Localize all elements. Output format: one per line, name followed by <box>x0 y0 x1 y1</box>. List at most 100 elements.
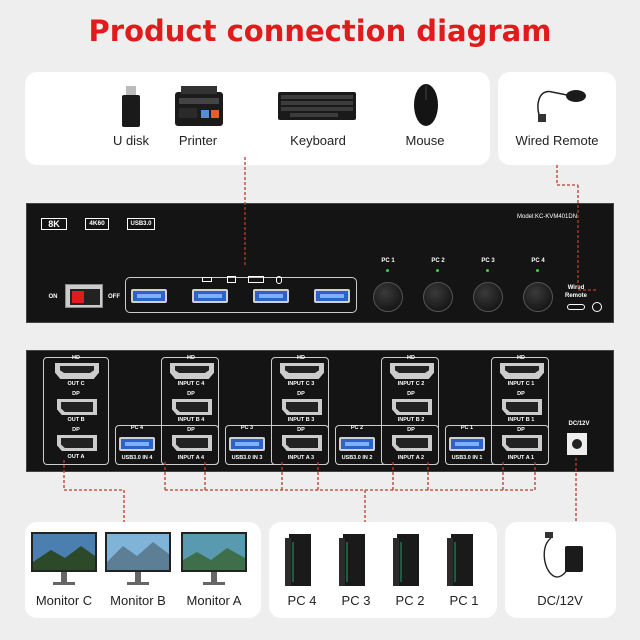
printer-label: Printer <box>178 133 218 148</box>
usb-in-4-port[interactable] <box>119 437 155 451</box>
out-c-port[interactable] <box>55 363 99 379</box>
printer-icon <box>175 86 223 126</box>
usb-in-4-label: USB3.0 IN 4 <box>121 455 153 461</box>
peripherals-card: U disk Printer Keyboard Mouse <box>25 72 490 165</box>
front-usb-port-4[interactable] <box>314 289 350 303</box>
pc-1-label: PC 1 <box>381 258 395 264</box>
input-c2-hd-label: HD <box>407 355 415 361</box>
usb-in-1-label: USB3.0 IN 1 <box>451 455 483 461</box>
input-a4-label: INPUT A 4 <box>177 455 205 461</box>
usb-in-1-port[interactable] <box>449 437 485 451</box>
badge-usb: USB3.0 <box>127 218 155 230</box>
badge-8k: 8K <box>41 218 67 230</box>
pc-3-label: PC 3 <box>481 258 495 264</box>
input-group-2-pc-label: PC 2 <box>350 425 364 431</box>
input-b4-dp-label: DP <box>187 391 195 397</box>
model-label: Model:KC-KVM401DN <box>517 214 578 220</box>
out-c-hd-label: HD <box>72 355 80 361</box>
front-usb-port-3[interactable] <box>253 289 289 303</box>
input-a1-port[interactable] <box>502 435 542 451</box>
input-group-3-pc-label: PC 3 <box>240 425 254 431</box>
remote-port-symbol <box>592 302 602 312</box>
input-c3-label: INPUT C 3 <box>287 381 315 387</box>
pc-2-label: PC 2 <box>395 593 425 608</box>
power-card: DC/12V <box>505 522 616 618</box>
pc-1-button[interactable] <box>373 282 403 312</box>
wired-remote-port-label: Wired Remote <box>564 285 587 299</box>
diagram-title: Product connection diagram <box>88 14 552 48</box>
input-b3-label: INPUT B 3 <box>287 417 315 423</box>
pc-4-tower-icon <box>285 534 311 586</box>
input-c1-hd-label: HD <box>517 355 525 361</box>
pc-1-tower-icon <box>447 534 473 586</box>
pc-3-label: PC 3 <box>341 593 371 608</box>
input-a4-port[interactable] <box>172 435 212 451</box>
kvm-back-panel: HD OUT C DP OUT B DP OUT A HD INPUT C 4 … <box>26 350 614 472</box>
input-group-1-pc-label: PC 1 <box>460 425 474 431</box>
input-b2-dp-label: DP <box>407 391 415 397</box>
switch-off-label: OFF <box>108 294 120 300</box>
input-c4-label: INPUT C 4 <box>177 381 205 387</box>
keyboard-label: Keyboard <box>290 133 346 148</box>
input-b4-port[interactable] <box>172 399 212 415</box>
input-b4-label: INPUT B 4 <box>177 417 205 423</box>
input-group-3-frame <box>225 357 329 465</box>
pc-2-button[interactable] <box>423 282 453 312</box>
pc-1-led <box>386 269 389 272</box>
usb-drive-icon <box>122 86 140 127</box>
input-c1-label: INPUT C 1 <box>507 381 535 387</box>
monitor-c-icon <box>31 532 97 585</box>
pc-3-tower-icon <box>339 534 365 586</box>
pc-4-button[interactable] <box>523 282 553 312</box>
input-c1-port[interactable] <box>500 363 544 379</box>
out-b-port[interactable] <box>57 399 97 415</box>
usb-drive-small-icon <box>202 277 212 282</box>
out-a-port[interactable] <box>57 435 97 451</box>
power-adapter-icon <box>543 532 583 578</box>
keyboard-icon <box>278 92 356 120</box>
pcs-card: PC 4 PC 3 PC 2 PC 1 <box>269 522 497 618</box>
input-group-4-pc-label: PC 4 <box>130 425 144 431</box>
monitor-a-label: Monitor A <box>186 593 242 608</box>
input-a3-label: INPUT A 3 <box>287 455 315 461</box>
usb-in-3-port[interactable] <box>229 437 265 451</box>
input-c2-port[interactable] <box>390 363 434 379</box>
power-label: DC/12V <box>537 593 583 608</box>
wired-remote-port[interactable] <box>567 304 585 310</box>
out-a-dp-label: DP <box>72 427 80 433</box>
front-usb-port-1[interactable] <box>131 289 167 303</box>
input-a3-port[interactable] <box>282 435 322 451</box>
front-usb-port-2[interactable] <box>192 289 228 303</box>
monitor-a-icon <box>181 532 247 585</box>
power-switch[interactable] <box>65 284 103 308</box>
input-a2-port[interactable] <box>392 435 432 451</box>
badge-usb-text: USB3.0 <box>130 221 152 227</box>
monitor-b-label: Monitor B <box>110 593 166 608</box>
input-b2-port[interactable] <box>392 399 432 415</box>
input-group-2-frame <box>335 357 439 465</box>
input-c3-hd-label: HD <box>297 355 305 361</box>
pc-4-led <box>536 269 539 272</box>
pc-4-label: PC 4 <box>287 593 317 608</box>
input-b1-port[interactable] <box>502 399 542 415</box>
badge-4k60-text: 4K60 <box>89 220 105 227</box>
input-c4-port[interactable] <box>170 363 214 379</box>
input-a2-dp-label: DP <box>407 427 415 433</box>
pc-2-tower-icon <box>393 534 419 586</box>
input-b2-label: INPUT B 2 <box>397 417 425 423</box>
dc-jack[interactable] <box>567 433 587 455</box>
monitor-c-label: Monitor C <box>35 593 93 608</box>
badge-4k60: 4K60 <box>85 218 109 230</box>
input-a4-dp-label: DP <box>187 427 195 433</box>
pc-3-button[interactable] <box>473 282 503 312</box>
usb-in-2-port[interactable] <box>339 437 375 451</box>
input-b1-dp-label: DP <box>517 391 525 397</box>
input-a1-label: INPUT A 1 <box>507 455 535 461</box>
input-b1-label: INPUT B 1 <box>507 417 535 423</box>
input-b3-port[interactable] <box>282 399 322 415</box>
pc-2-led <box>436 269 439 272</box>
input-b3-dp-label: DP <box>297 391 305 397</box>
pc-1-label: PC 1 <box>449 593 479 608</box>
input-c3-port[interactable] <box>280 363 324 379</box>
